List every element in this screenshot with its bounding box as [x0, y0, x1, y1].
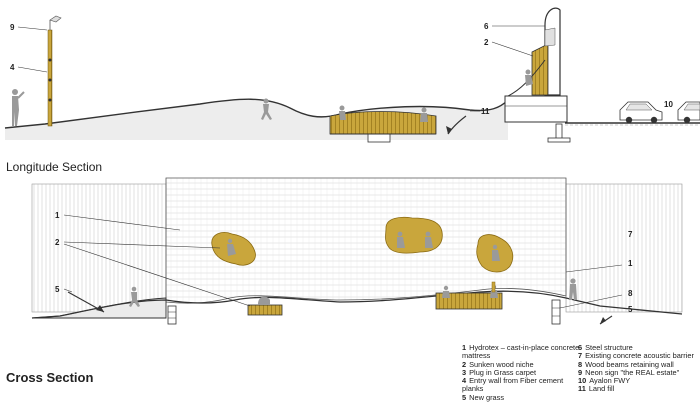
cross-leader-8-right	[559, 294, 623, 309]
running-child-figure	[261, 98, 272, 120]
cross-leader-2-left	[63, 241, 221, 249]
legend-number: 7	[578, 351, 583, 361]
legend-text: Ayalon FWY	[589, 376, 631, 386]
hydrotex-wall	[165, 177, 567, 304]
legend-text: Steel structure	[585, 343, 633, 352]
legend-number: 8	[578, 359, 583, 369]
cross-callout-1-right: 1	[628, 259, 633, 268]
legend-number: 2	[462, 359, 467, 369]
legend-text: Existing concrete acoustic barrier	[585, 351, 694, 361]
wood-niche-center	[385, 216, 443, 254]
callout-4: 4	[10, 63, 15, 72]
callout-9: 9	[10, 23, 15, 32]
cross-leader-1-left	[63, 214, 181, 231]
legend-text: Neon sign "the REAL estate"	[585, 367, 680, 377]
legend-text: Hydrotex – cast-in-place concrete mattre…	[462, 343, 580, 361]
standing-person-cross	[569, 278, 577, 300]
sunken-wood-niche-cross-left	[247, 296, 283, 316]
right-acoustic-wall	[565, 183, 683, 313]
callout-6: 6	[484, 22, 489, 31]
legend-text: Wood beams retaining wall	[585, 359, 674, 369]
running-child-cross	[129, 286, 140, 307]
car-left	[619, 101, 663, 124]
cross-section: 1 2 5 7 1 8 5	[31, 177, 683, 325]
legend-number: 9	[578, 367, 583, 377]
callout-2: 2	[484, 38, 489, 47]
cross-callout-5-left: 5	[55, 285, 60, 294]
cross-ground-line	[31, 290, 683, 319]
callout-leader-2	[491, 41, 534, 57]
cross-leader-5-left	[63, 288, 73, 293]
cross-callout-2-left: 2	[55, 238, 60, 247]
callout-10: 10	[664, 100, 673, 109]
legend-text: Plug in Grass carpet	[469, 367, 537, 377]
wood-niche-left	[211, 232, 256, 266]
cross-callout-5-right: 5	[628, 305, 633, 314]
legend-number: 4	[462, 376, 467, 386]
legend-number: 10	[578, 376, 587, 386]
callout-leader-9	[17, 26, 48, 31]
neon-sign-pole	[47, 15, 62, 127]
left-acoustic-wall	[31, 183, 167, 313]
longitude-section-title: Longitude Section	[6, 160, 103, 174]
car-right	[677, 101, 700, 124]
standing-person-figure	[12, 89, 25, 126]
longitude-section: 9 4 6 2 11 10	[4, 7, 700, 143]
cross-callout-7-right: 7	[628, 230, 633, 239]
sunken-wood-niche-cross-right	[435, 281, 503, 310]
wood-niche-right	[476, 234, 514, 273]
legend-text: New grass	[469, 392, 505, 402]
legend-number: 6	[578, 343, 583, 352]
legend-number: 1	[462, 343, 467, 352]
legend-text: Land fill	[588, 384, 615, 394]
cross-leader-1-right	[565, 264, 623, 273]
cross-callout-8-right: 8	[628, 289, 633, 298]
legend-number: 3	[462, 367, 467, 377]
wood-beam-retaining-wall-right	[551, 299, 561, 325]
cross-callout-1-left: 1	[55, 211, 60, 220]
wood-beam-retaining-wall-left	[167, 305, 177, 325]
legend-number: 11	[578, 384, 586, 394]
legend-number: 5	[462, 392, 467, 402]
steel-structure	[504, 7, 571, 143]
cross-leader-2-down	[63, 243, 251, 307]
longitude-ground-line	[4, 98, 509, 129]
callout-11: 11	[481, 107, 490, 116]
cross-section-title: Cross Section	[6, 370, 94, 385]
sunken-wood-niche-longitude	[329, 105, 437, 143]
legend-text: Sunken wood niche	[469, 359, 534, 369]
legend-text: Entry wall from Fiber cement planks	[462, 376, 564, 394]
callout-leader-4	[17, 66, 48, 73]
